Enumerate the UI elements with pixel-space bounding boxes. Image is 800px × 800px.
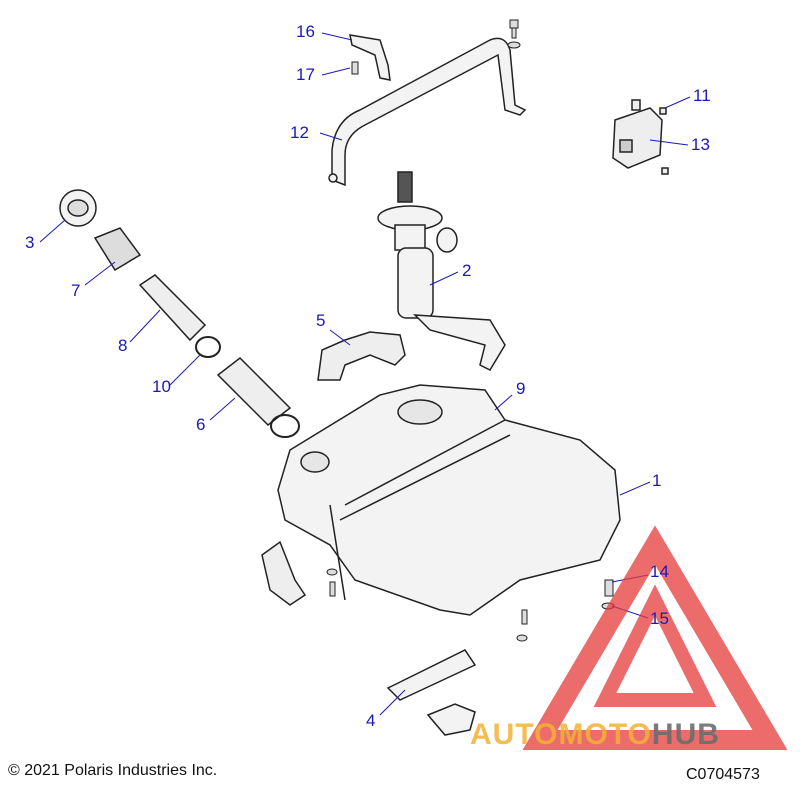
callout-9: 9 [516, 379, 526, 398]
screw-17 [351, 61, 359, 75]
tank-pads [386, 649, 477, 736]
callout-14: 14 [650, 562, 669, 581]
watermark-logo [522, 525, 788, 750]
callout-7: 7 [71, 281, 81, 300]
callout-2: 2 [462, 261, 472, 280]
fuel-cap [59, 189, 97, 227]
connector-hose [216, 357, 292, 426]
callout-1: 1 [652, 471, 662, 490]
tank-strap [328, 37, 527, 187]
callout-6: 6 [196, 415, 206, 434]
callout-16: 16 [296, 22, 315, 41]
callout-10: 10 [152, 377, 171, 396]
callout-5: 5 [316, 311, 326, 330]
hose-clamp-lower [270, 414, 300, 438]
control-module [612, 99, 669, 175]
copyright-text: © 2021 Polaris Industries Inc. [8, 762, 218, 779]
bracket [349, 34, 391, 81]
leader-lines [39, 32, 691, 716]
callout-17: 17 [296, 65, 315, 84]
callout-13: 13 [691, 135, 710, 154]
callout-11: 11 [693, 86, 711, 105]
bolt-top [507, 19, 521, 49]
heat-shield [317, 331, 406, 381]
drawing-code: C0704573 [686, 766, 760, 783]
fuel-tank [277, 384, 621, 616]
callout-15: 15 [650, 609, 669, 628]
callout-8: 8 [118, 336, 128, 355]
filler-neck [93, 227, 142, 272]
watermark-part1: AUTOMOTO [470, 718, 652, 751]
tank-bracket [261, 540, 307, 606]
hose-clamp-upper [195, 336, 221, 358]
filler-hose [138, 274, 207, 342]
watermark-text: AUTOMOTOHUB [470, 718, 720, 752]
watermark-part2: HUB [651, 718, 720, 751]
callout-4: 4 [366, 711, 376, 730]
callout-3: 3 [25, 233, 35, 252]
fuel-pump [377, 171, 506, 371]
callout-12: 12 [290, 123, 309, 142]
